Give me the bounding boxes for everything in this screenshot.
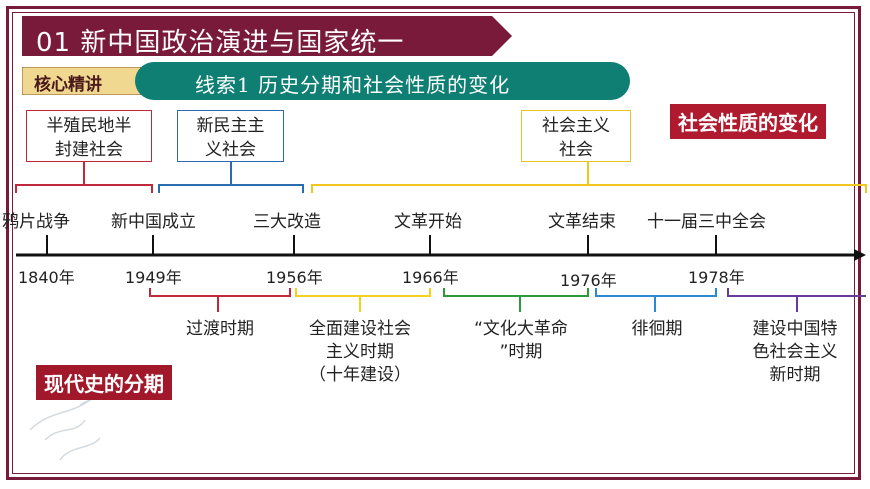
timeline-arrow [854, 249, 866, 261]
bracket-socialist [311, 162, 867, 193]
bracket-new-democratic [158, 162, 304, 193]
year-1840: 1840年 [18, 268, 75, 287]
bracket-semicolonial [15, 162, 153, 193]
society-box-new-democratic: 新民主主 义社会 [177, 110, 284, 162]
timeline-ticks [46, 235, 717, 255]
bracket-transition [149, 288, 291, 312]
event-cr-end: 文革结束 [548, 212, 616, 232]
year-1956: 1956年 [266, 268, 323, 287]
event-opium-war: 鸦片战争 [2, 212, 70, 232]
inner-frame [12, 12, 855, 474]
title-banner: 01 新中国政治演进与国家统一 [22, 16, 512, 58]
period-transition: 过渡时期 [186, 319, 254, 339]
bracket-ten-years [295, 288, 431, 312]
period-ten-years: 全面建设社会 主义时期 （十年建设） [309, 319, 411, 385]
event-three-transformations: 三大改造 [253, 212, 321, 232]
event-cr-start: 文革开始 [394, 212, 462, 232]
society-box-socialist: 社会主义 社会 [521, 110, 631, 162]
year-1978: 1978年 [688, 268, 745, 287]
core-tag: 核心精讲 [22, 67, 152, 95]
badge-society-change: 社会性质的变化 [670, 104, 826, 139]
period-new-era: 建设中国特 色社会主义 新时期 [752, 319, 838, 385]
year-1976: 1976年 [560, 271, 617, 290]
period-hesitation: 徘徊期 [631, 319, 683, 339]
event-third-plenum: 十一届三中全会 [647, 212, 766, 232]
outer-frame [6, 6, 861, 480]
thread-label: 线索1 历史分期和社会性质的变化 [195, 73, 511, 97]
badge-periodization: 现代史的分期 [36, 365, 172, 400]
bracket-cultural-revolution [443, 288, 589, 312]
page-title: 01 新中国政治演进与国家统一 [36, 28, 405, 58]
period-cultural-revolution: “文化大革命 ”时期 [474, 319, 568, 362]
thread-pill: 线索1 历史分期和社会性质的变化 [135, 62, 630, 100]
event-prc-founding: 新中国成立 [111, 212, 196, 232]
society-box-semicolonial: 半殖民地半 封建社会 [26, 110, 152, 162]
bracket-new-era [727, 288, 866, 312]
title-banner-shape [22, 16, 512, 56]
year-1949: 1949年 [125, 268, 182, 287]
year-1966: 1966年 [402, 268, 459, 287]
bracket-hesitation [595, 288, 717, 312]
core-tag-label: 核心精讲 [34, 75, 102, 95]
